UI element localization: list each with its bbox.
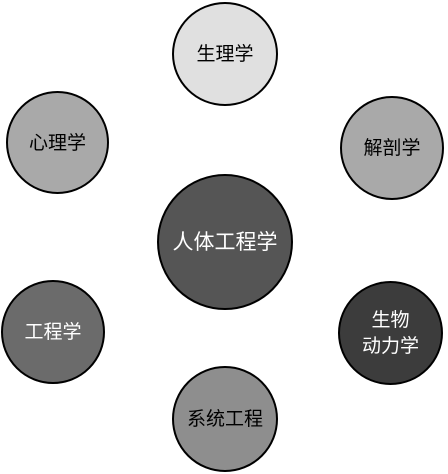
systems-engineering-label: 系统工程 bbox=[186, 408, 263, 430]
anatomy-label: 解剖学 bbox=[363, 137, 421, 159]
ergonomics-label: 人体工程学 bbox=[172, 230, 278, 254]
psychology-node: 心理学 bbox=[6, 91, 109, 194]
biomechanics-label: 生物 动力学 bbox=[361, 309, 419, 357]
ergonomics-center-node: 人体工程学 bbox=[157, 174, 293, 310]
anatomy-node: 解剖学 bbox=[340, 96, 444, 200]
physiology-label: 生理学 bbox=[196, 43, 254, 65]
physiology-node: 生理学 bbox=[172, 2, 278, 106]
systems-engineering-node: 系统工程 bbox=[172, 366, 278, 472]
engineering-node: 工程学 bbox=[1, 280, 105, 384]
engineering-label: 工程学 bbox=[24, 321, 82, 343]
biomechanics-node: 生物 动力学 bbox=[338, 281, 443, 385]
psychology-label: 心理学 bbox=[28, 131, 86, 154]
